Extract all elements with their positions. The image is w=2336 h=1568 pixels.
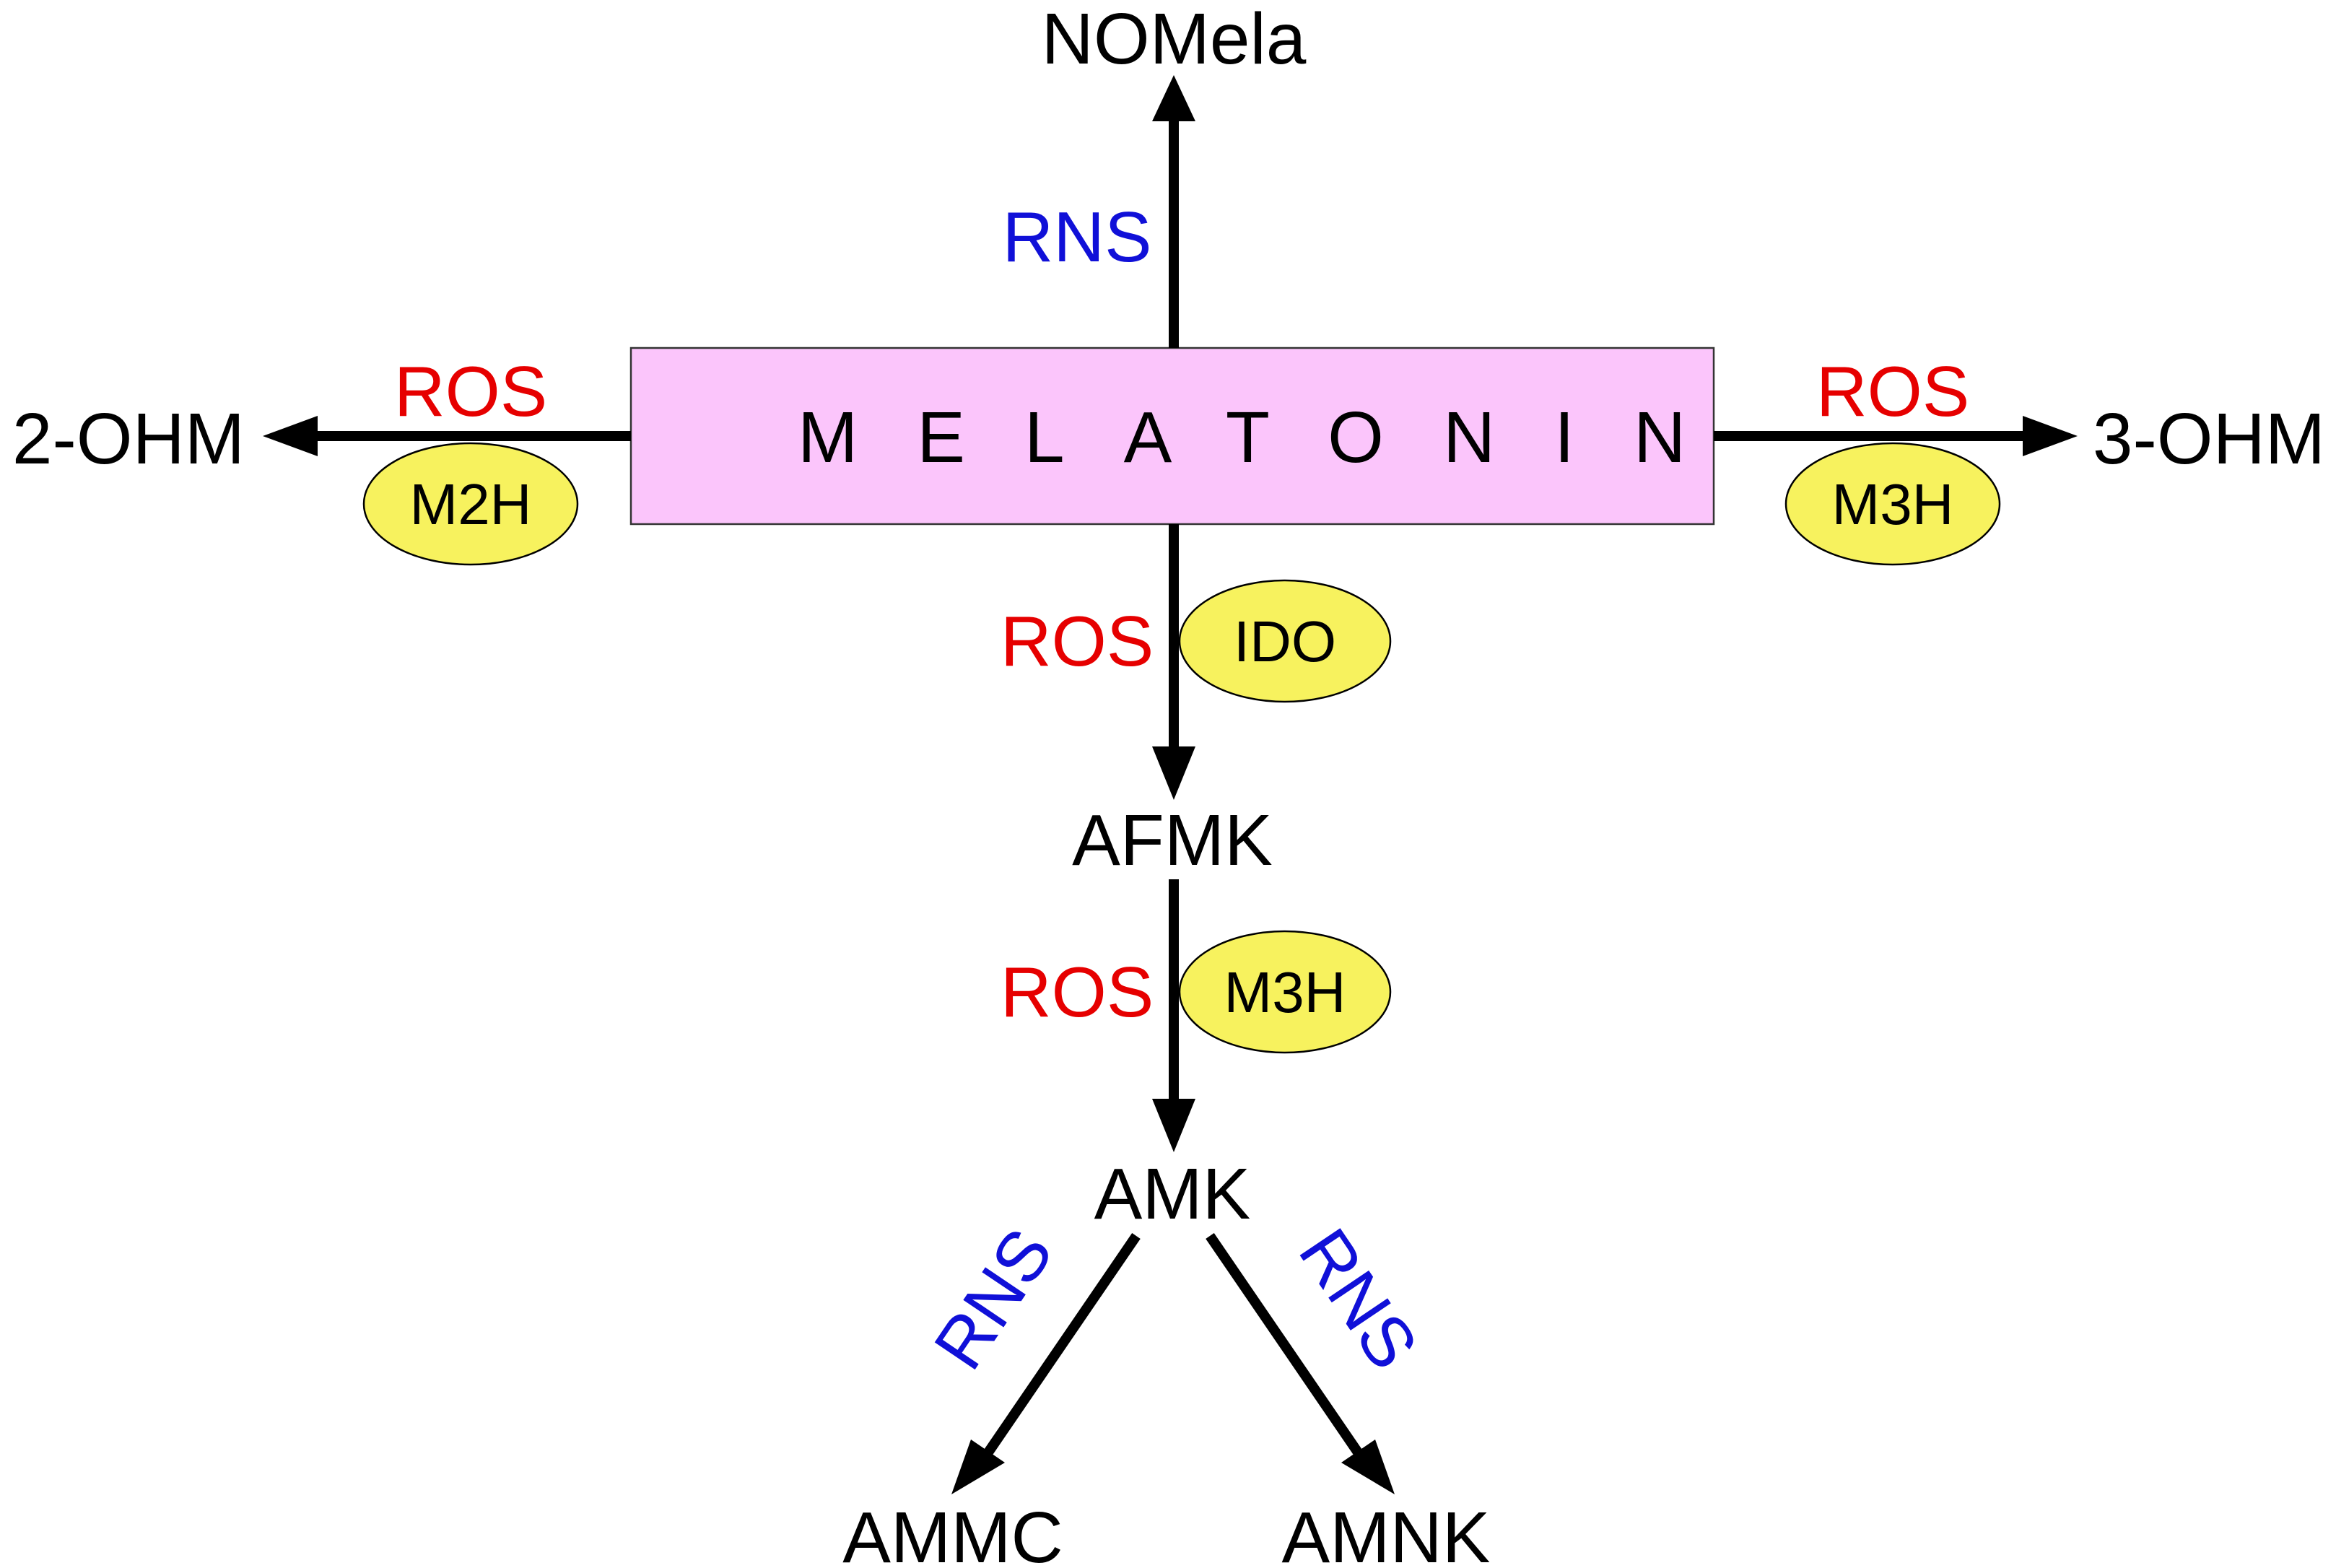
ros-label-down-second: ROS [1001, 952, 1154, 1032]
enzyme-oval-m3h-right [1784, 442, 2001, 566]
rns-label-amk-right: RNS [1284, 1214, 1434, 1382]
arrowhead-amk [1152, 1099, 1195, 1152]
2ohm-label: 2-OHM [12, 398, 245, 479]
arrowhead-nomela [1152, 75, 1195, 121]
ammc-label: AMMC [842, 1497, 1063, 1568]
enzyme-label-m3h-down: M3H [1224, 960, 1346, 1024]
melatonin-box [629, 347, 1715, 526]
enzyme-label-m3h-right: M3H [1832, 472, 1954, 536]
enzyme-label-m2h: M2H [410, 472, 532, 536]
arrowhead-2ohm [263, 416, 318, 456]
enzyme-oval-ido [1178, 579, 1392, 703]
enzyme-oval-m2h [362, 442, 579, 566]
melatonin-label: MELATONIN [798, 397, 1745, 478]
ros-label-left: ROS [394, 352, 547, 431]
arrowhead-afmk [1152, 746, 1195, 800]
ros-label-right: ROS [1816, 352, 1969, 431]
amnk-label: AMNK [1282, 1497, 1491, 1568]
arrowhead-amnk [1341, 1439, 1395, 1494]
arrowhead-ammc [951, 1439, 1005, 1494]
amk-label: AMK [1094, 1154, 1251, 1234]
3ohm-label: 3-OHM [2093, 398, 2325, 479]
arrow-to-amnk [1206, 1233, 1367, 1463]
enzyme-label-ido: IDO [1234, 609, 1336, 674]
nomela-label: NOMela [1042, 0, 1307, 79]
arrow-to-ammc [979, 1233, 1141, 1463]
afmk-label: AFMK [1072, 800, 1273, 881]
rns-label-top: RNS [1003, 197, 1152, 276]
enzyme-oval-m3h-down [1178, 930, 1392, 1054]
arrowhead-3ohm [2023, 416, 2078, 456]
rns-label-amk-left: RNS [918, 1214, 1068, 1382]
ros-label-down-first: ROS [1001, 601, 1154, 681]
